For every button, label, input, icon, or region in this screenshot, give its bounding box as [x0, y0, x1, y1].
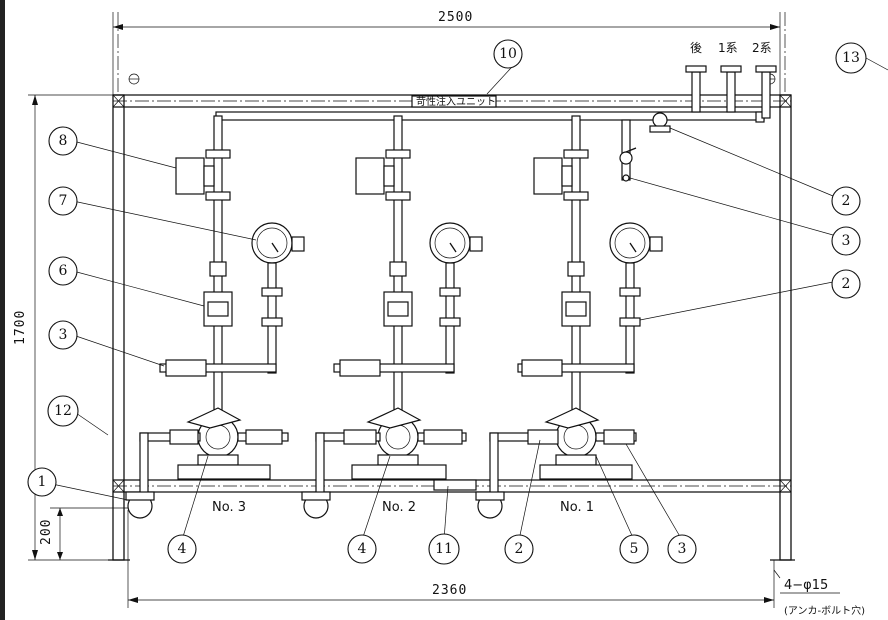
svg-text:11: 11 — [435, 541, 453, 557]
leader-lines — [51, 55, 888, 579]
svg-text:12: 12 — [54, 403, 72, 419]
callout-4-mid: 4 — [347, 534, 377, 564]
svg-text:4: 4 — [178, 541, 187, 557]
callout-7: 7 — [48, 186, 78, 216]
callout-6: 6 — [48, 256, 78, 286]
callout-4-left: 4 — [167, 534, 197, 564]
left-border — [0, 0, 5, 620]
callout-10: 10 — [493, 39, 523, 69]
callout-8: 8 — [48, 126, 78, 156]
dimension-left: 1700 — [13, 94, 118, 561]
svg-text:2: 2 — [515, 541, 524, 557]
svg-text:10: 10 — [499, 46, 517, 62]
callout-12: 12 — [47, 395, 79, 427]
anchor-holes: 4−φ15 — [784, 578, 828, 593]
svg-text:7: 7 — [59, 193, 68, 209]
callout-2-bottom: 2 — [504, 534, 534, 564]
callout-3-left: 3 — [48, 320, 78, 350]
svg-text:2: 2 — [842, 193, 851, 209]
callout-3-bottom: 3 — [667, 534, 697, 564]
pump-module-3 — [125, 115, 305, 519]
dim-2360: 2360 — [432, 583, 467, 598]
callout-2-right: 2 — [831, 269, 861, 299]
dim-1700: 1700 — [13, 310, 28, 345]
unit-nameplate: 苛性注入ユニット — [416, 95, 496, 108]
pump-module-1 — [475, 115, 663, 519]
anchor-note: (アンカ-ボルト穴) — [784, 604, 865, 617]
svg-text:3: 3 — [678, 541, 687, 557]
dim-2500: 2500 — [438, 10, 473, 25]
callout-1: 1 — [27, 467, 57, 497]
dimension-base: 200 — [39, 507, 128, 560]
dimension-bottom: 2360 — [127, 510, 775, 608]
svg-text:3: 3 — [842, 233, 851, 249]
svg-text:2: 2 — [842, 276, 851, 292]
label-rear: 後 — [690, 41, 702, 55]
svg-text:3: 3 — [59, 327, 68, 343]
callout-13: 13 — [835, 42, 867, 74]
svg-text:1: 1 — [38, 474, 47, 490]
callout-11: 11 — [428, 533, 460, 565]
unit-nameplate-box — [411, 95, 497, 108]
svg-text:5: 5 — [630, 541, 639, 557]
callout-5: 5 — [619, 534, 649, 564]
callout-2-top: 2 — [831, 186, 861, 216]
dim-200: 200 — [39, 519, 54, 545]
drain-pan — [433, 479, 477, 491]
svg-text:8: 8 — [59, 133, 68, 149]
pump-label-2: No. 2 — [382, 500, 416, 515]
pump-module-2 — [301, 115, 483, 519]
svg-text:6: 6 — [59, 263, 68, 279]
pump-label-1: No. 1 — [560, 500, 594, 515]
pump-label-3: No. 3 — [212, 500, 246, 515]
dimension-top: 2500 — [112, 10, 781, 95]
label-line1: 1系 — [718, 41, 738, 55]
label-line2: 2系 — [752, 41, 772, 55]
svg-text:13: 13 — [842, 50, 860, 66]
lifting-eye-icon — [128, 73, 776, 85]
svg-text:4: 4 — [358, 541, 367, 557]
header-pipe — [215, 65, 777, 182]
callout-3-right: 3 — [831, 226, 861, 256]
